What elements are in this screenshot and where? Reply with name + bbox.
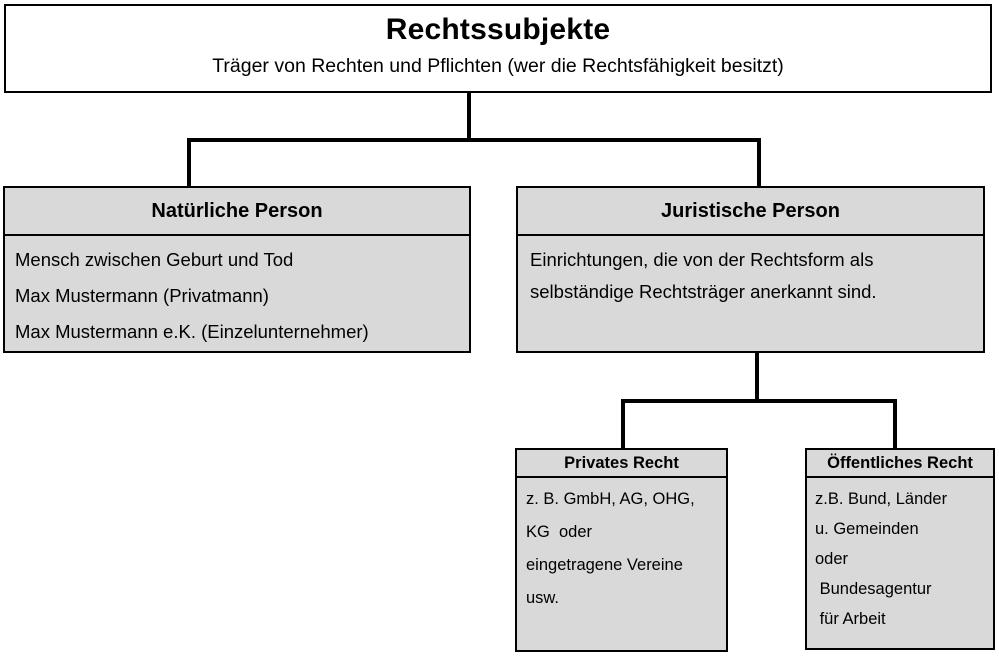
body-line: für Arbeit <box>815 610 886 628</box>
node-natuerliche-person-title: Natürliche Person <box>5 188 469 236</box>
connector-juristische-stem <box>755 351 759 401</box>
connector-drop-privates <box>621 399 625 450</box>
body-line: KG oder <box>526 523 593 541</box>
node-natuerliche-person-body: Mensch zwischen Geburt und Tod Max Muste… <box>5 236 469 350</box>
node-oeffentliches-recht: Öffentliches Recht z.B. Bund, Länder u. … <box>805 448 995 650</box>
node-oeffentliches-recht-body: z.B. Bund, Länder u. Gemeinden oder Bund… <box>807 478 993 634</box>
connector-root-stem <box>467 91 471 140</box>
diagram-title: Rechtssubjekte <box>385 13 611 46</box>
body-line: z.B. Bund, Länder <box>815 490 948 508</box>
body-line: eingetragene Vereine <box>526 556 683 574</box>
body-line: oder <box>815 550 849 568</box>
node-juristische-person-title: Juristische Person <box>518 188 983 236</box>
root-node-rechtssubjekte: Rechtssubjekte Träger von Rechten und Pf… <box>4 4 992 93</box>
connector-drop-juristische <box>757 138 761 188</box>
body-line: selbständige Rechtsträger anerkannt sind… <box>530 281 877 302</box>
body-line: Mensch zwischen Geburt und Tod <box>15 249 294 270</box>
node-oeffentliches-recht-title: Öffentliches Recht <box>807 450 993 478</box>
body-line: u. Gemeinden <box>815 520 919 538</box>
connector-root-crossbar <box>187 138 761 142</box>
node-privates-recht: Privates Recht z. B. GmbH, AG, OHG, KG o… <box>515 448 728 652</box>
body-line: Max Mustermann (Privatmann) <box>15 285 269 306</box>
connector-drop-natuerliche <box>187 138 191 188</box>
node-privates-recht-body: z. B. GmbH, AG, OHG, KG oder eingetragen… <box>517 478 726 615</box>
body-line: Max Mustermann e.K. (Einzelunternehmer) <box>15 321 369 342</box>
connector-drop-oeffentliches <box>893 399 897 450</box>
body-line: z. B. GmbH, AG, OHG, <box>526 490 695 508</box>
connector-juristische-crossbar <box>621 399 897 403</box>
body-line: usw. <box>526 589 560 607</box>
node-juristische-person-body: Einrichtungen, die von der Rechtsform al… <box>518 236 983 308</box>
node-natuerliche-person: Natürliche Person Mensch zwischen Geburt… <box>3 186 471 353</box>
node-privates-recht-title: Privates Recht <box>517 450 726 478</box>
body-line: Bundesagentur <box>815 580 932 598</box>
node-juristische-person: Juristische Person Einrichtungen, die vo… <box>516 186 985 353</box>
diagram-subtitle: Träger von Rechten und Pflichten (wer di… <box>212 55 784 77</box>
body-line: Einrichtungen, die von der Rechtsform al… <box>530 249 874 270</box>
